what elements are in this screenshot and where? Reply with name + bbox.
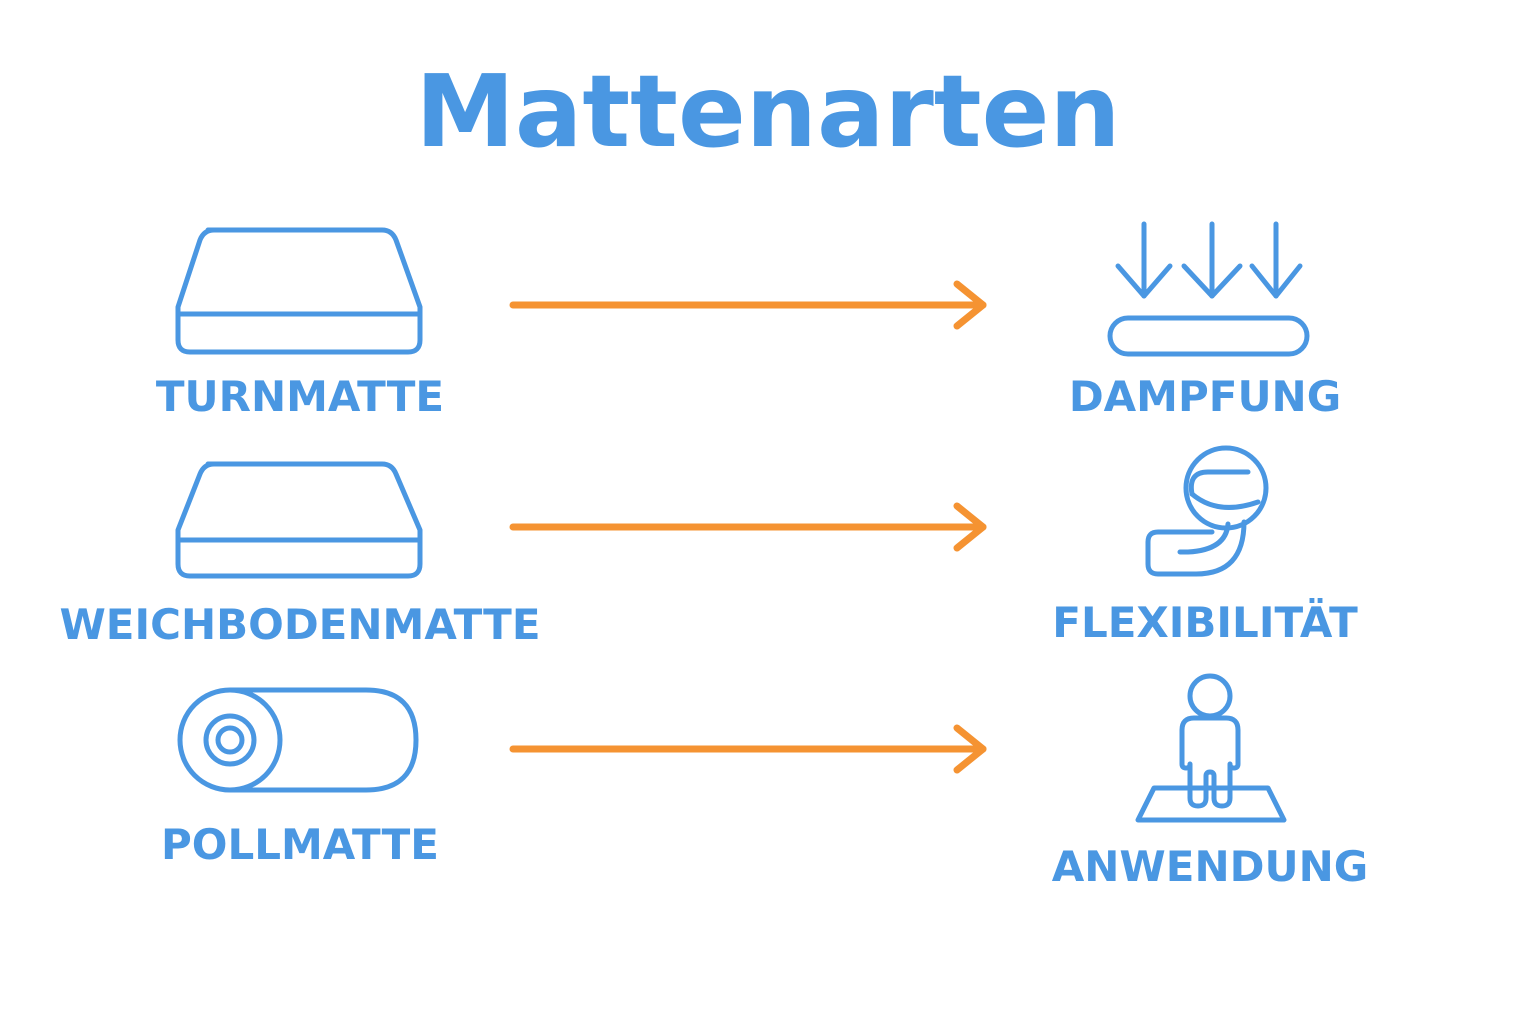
mat-type-label-weichbodenmatte: WEICHBODENMATTE xyxy=(59,600,541,649)
property-label-anwendung: ANWENDUNG xyxy=(1051,842,1369,891)
usage-person-icon xyxy=(1135,673,1287,823)
arrow-weichbodenmatte-to-flexibilitaet xyxy=(509,502,987,552)
damping-icon xyxy=(1107,221,1310,357)
property-label-dampfung: DAMPFUNG xyxy=(1068,372,1342,421)
mat-type-label-turnmatte: TURNMATTE xyxy=(155,372,445,421)
mat-type-label-pollmatte: POLLMATTE xyxy=(160,820,439,869)
arrow-pollmatte-to-anwendung xyxy=(509,724,987,774)
rolled-mat-icon xyxy=(177,687,419,793)
diagram-title: Mattenarten xyxy=(415,53,1121,170)
arrow-turnmatte-to-dampfung xyxy=(509,280,987,330)
flexibility-icon xyxy=(1145,445,1269,577)
soft-floor-mat-icon xyxy=(175,461,423,579)
property-label-flexibilitaet: FLEXIBILITÄT xyxy=(1052,598,1358,647)
gym-mat-icon xyxy=(175,227,423,355)
